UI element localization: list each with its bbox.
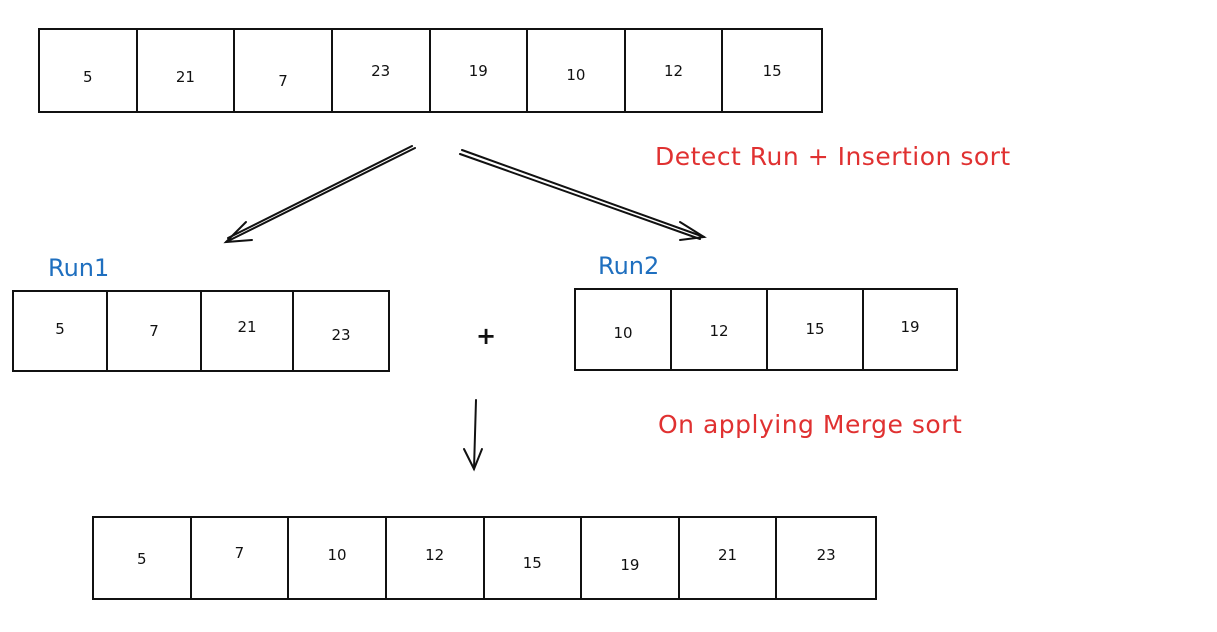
merged-cell: 23 [816, 546, 836, 564]
input-cell: 23 [333, 30, 431, 111]
run1-cell: 7 [108, 292, 202, 370]
input-cell: 21 [138, 30, 236, 111]
run1-cell: 21 [202, 292, 295, 370]
input-array: 5 21 7 23 19 10 12 15 [38, 28, 823, 113]
merged-cell: 21 [680, 518, 778, 598]
plus-sign: + [476, 322, 497, 350]
merged-cell: 5 [94, 518, 192, 598]
merge-arrow-down [473, 399, 477, 470]
run2-cell: 10 [576, 290, 672, 369]
input-cell: 10 [528, 30, 626, 111]
input-cell: 15 [762, 62, 782, 80]
split-arrow-right [461, 149, 705, 238]
merged-cell: 12 [387, 518, 485, 598]
run2-cell: 12 [672, 290, 768, 369]
run1-label: Run1 [48, 254, 110, 282]
run2-array: 10 12 15 19 [574, 288, 958, 371]
input-cell: 7 [235, 30, 333, 111]
input-cell: 19 [431, 30, 529, 111]
input-cell: 12 [626, 30, 724, 111]
input-cell: 5 [40, 30, 138, 111]
step-merge-sort-label: On applying Merge sort [658, 410, 963, 439]
run1-array: 5 7 21 23 [12, 290, 390, 372]
merged-cell: 7 [192, 518, 290, 598]
step-detect-run-label: Detect Run + Insertion sort [655, 142, 1011, 171]
merged-cell: 15 [485, 518, 583, 598]
run2-label: Run2 [598, 252, 660, 280]
run1-cell: 23 [331, 326, 351, 344]
merged-cell: 10 [289, 518, 387, 598]
run2-cell: 15 [768, 290, 864, 369]
merged-cell: 19 [582, 518, 680, 598]
run2-cell: 19 [900, 318, 920, 336]
merged-array: 5 7 10 12 15 19 21 23 [92, 516, 877, 600]
run1-cell: 5 [14, 292, 108, 370]
split-arrow-left [225, 147, 416, 243]
